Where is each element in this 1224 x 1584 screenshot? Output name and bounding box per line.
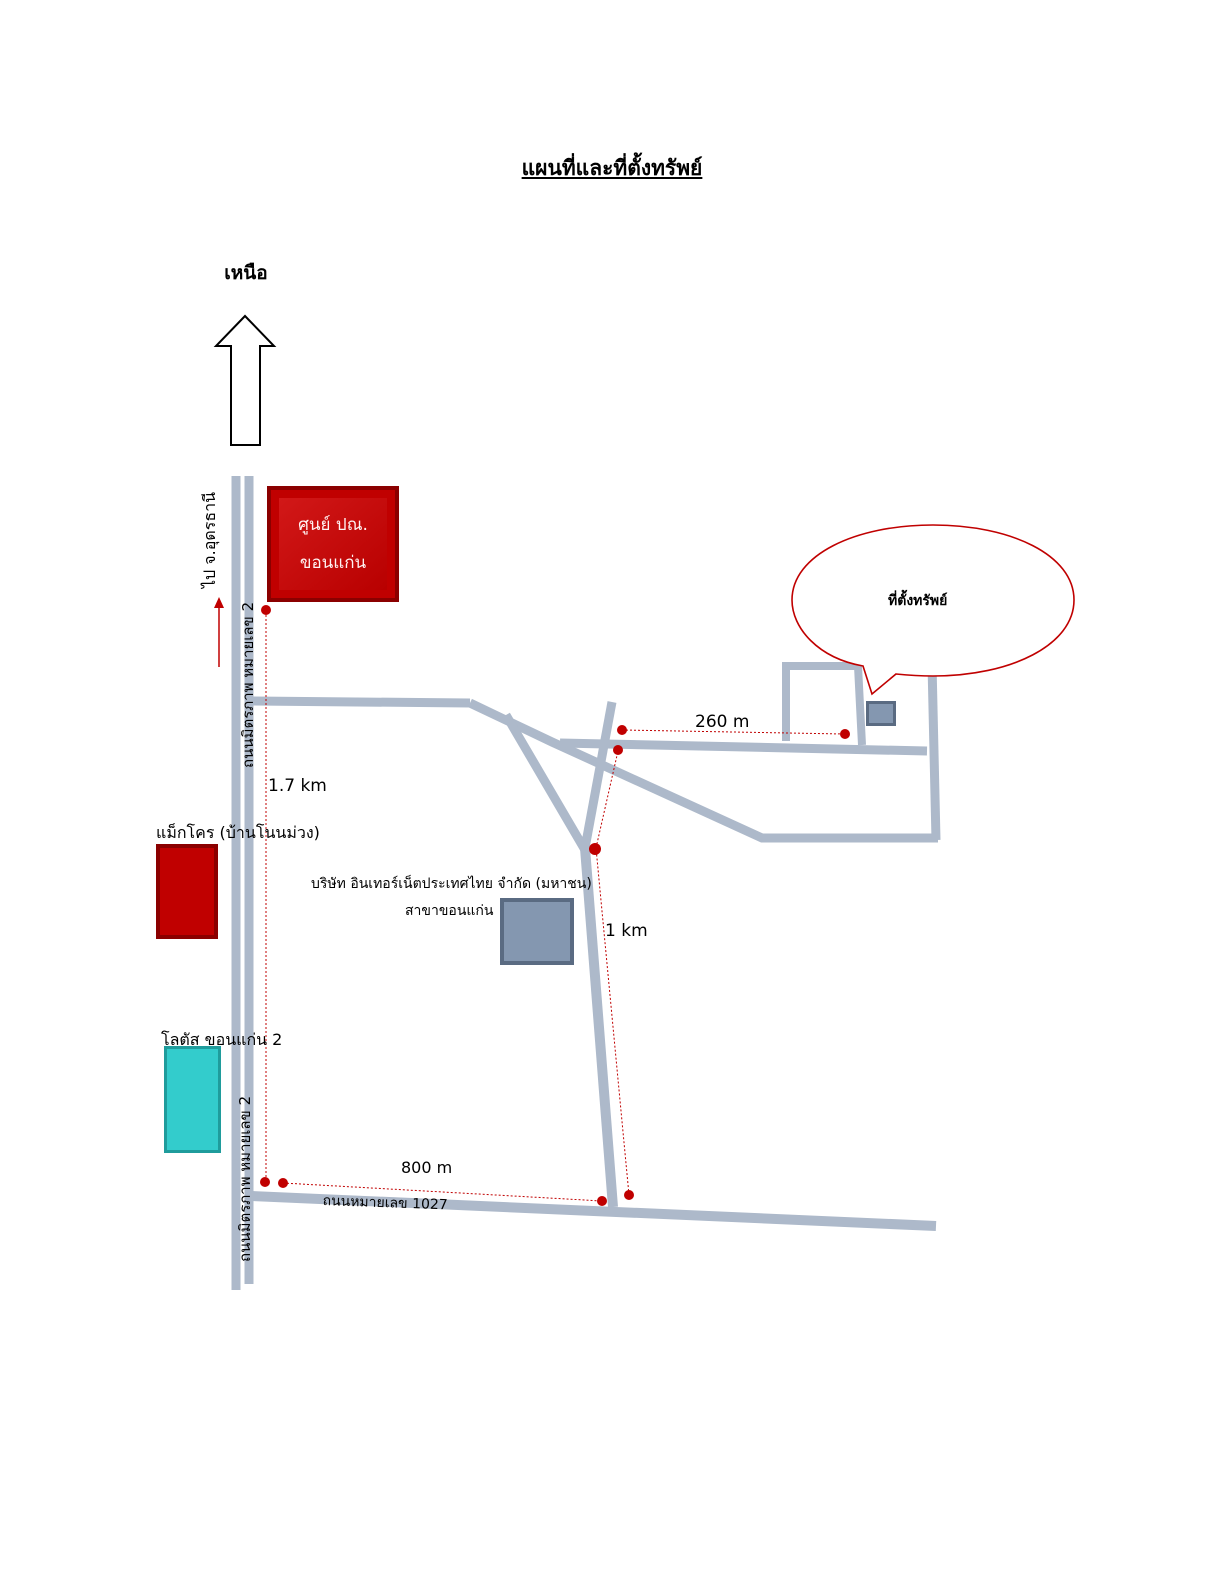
makro-label: แม็กโคร (บ้านโนนม่วง) [156, 823, 320, 842]
to-udon-label: ไป จ.อุดรธานี [200, 491, 219, 588]
north-arrow-icon [213, 314, 277, 446]
distance-label-1-7km: 1.7 km [268, 776, 327, 796]
direction-arrow-icon [214, 597, 224, 667]
distance-label-1km: 1 km [605, 921, 648, 941]
internet-thailand-building [500, 898, 574, 965]
road-east-loop [927, 663, 941, 841]
post-center-label-line2: ขอนแก่น [299, 553, 367, 573]
road-diagonal-to-junction [502, 712, 589, 853]
internet-thailand-label-line1: บริษัท อินเทอร์เน็ตประเทศไทย จำกัด (มหาช… [311, 876, 592, 892]
makro-building [156, 844, 218, 939]
road-mittraphap-label-upper: ถนนมิตรภาพ หมายเลข 2 [239, 601, 257, 768]
distance-label-260m: 260 m [695, 712, 750, 732]
road-east-west [559, 738, 928, 756]
road-1027-label: ถนนหมายเลข 1027 [322, 1192, 448, 1214]
route-points [260, 605, 850, 1206]
post-center-building [267, 486, 399, 602]
internet-thailand-label-line2: สาขาขอนแก่น [405, 903, 494, 919]
road-mittraphap-label-lower: ถนนมิตรภาพ หมายเลข 2 [236, 1095, 254, 1262]
road-soi-loop [782, 662, 866, 746]
route-lines [265, 611, 845, 1202]
property-callout-bubble [791, 524, 1075, 696]
road-north-south [580, 701, 617, 849]
north-label: เหนือ [224, 262, 268, 284]
road-branch-horizontal [251, 696, 471, 708]
road-north-south-lower [580, 847, 618, 1208]
lotus-label: โลตัส ขอนแก่น 2 [161, 1030, 283, 1049]
distance-label-800m: 800 m [401, 1158, 453, 1177]
page-title: แผนที่และที่ตั้งทรัพย์ [521, 156, 703, 180]
property-callout-label: ที่ตั้งทรัพย์ [888, 593, 948, 609]
post-center-label-line1: ศูนย์ ปณ. [298, 515, 368, 535]
road-1027 [251, 1191, 937, 1231]
lotus-building [164, 1046, 221, 1153]
property-building [866, 701, 896, 726]
